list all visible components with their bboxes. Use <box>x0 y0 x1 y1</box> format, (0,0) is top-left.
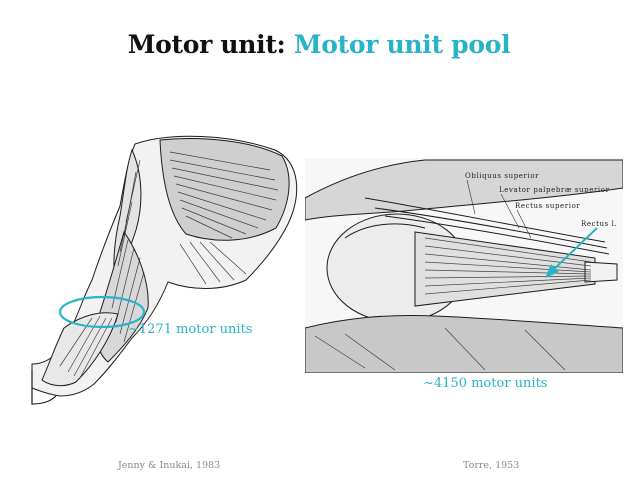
eye-callout-arrow <box>545 227 598 278</box>
eye-label-rectus-superior: Rectus superior <box>515 202 580 210</box>
arm-motor-unit-callout: ~1271 motor units <box>128 322 253 337</box>
eye-label-levator: Levator palpebræ superior <box>499 186 610 194</box>
eye-label-rectus-lateral: Rectus l. <box>581 220 617 228</box>
citation-right: Torre, 1953 <box>463 460 520 471</box>
arm-muscle-illustration <box>31 135 298 405</box>
citation-left: Jenny & Inukai, 1983 <box>118 460 221 471</box>
eye-label-obliquus: Obliquus superior <box>465 172 539 180</box>
title-prefix: Motor unit: <box>127 30 286 59</box>
eye-muscle-illustration: Obliquus superior Levator palpebræ super… <box>305 158 623 373</box>
title-accent: Motor unit pool <box>293 30 511 59</box>
slide-title: Motor unit: Motor unit pool <box>0 30 638 59</box>
arm-highlight-ring <box>58 295 146 329</box>
eye-motor-unit-callout: ~4150 motor units <box>423 376 548 391</box>
